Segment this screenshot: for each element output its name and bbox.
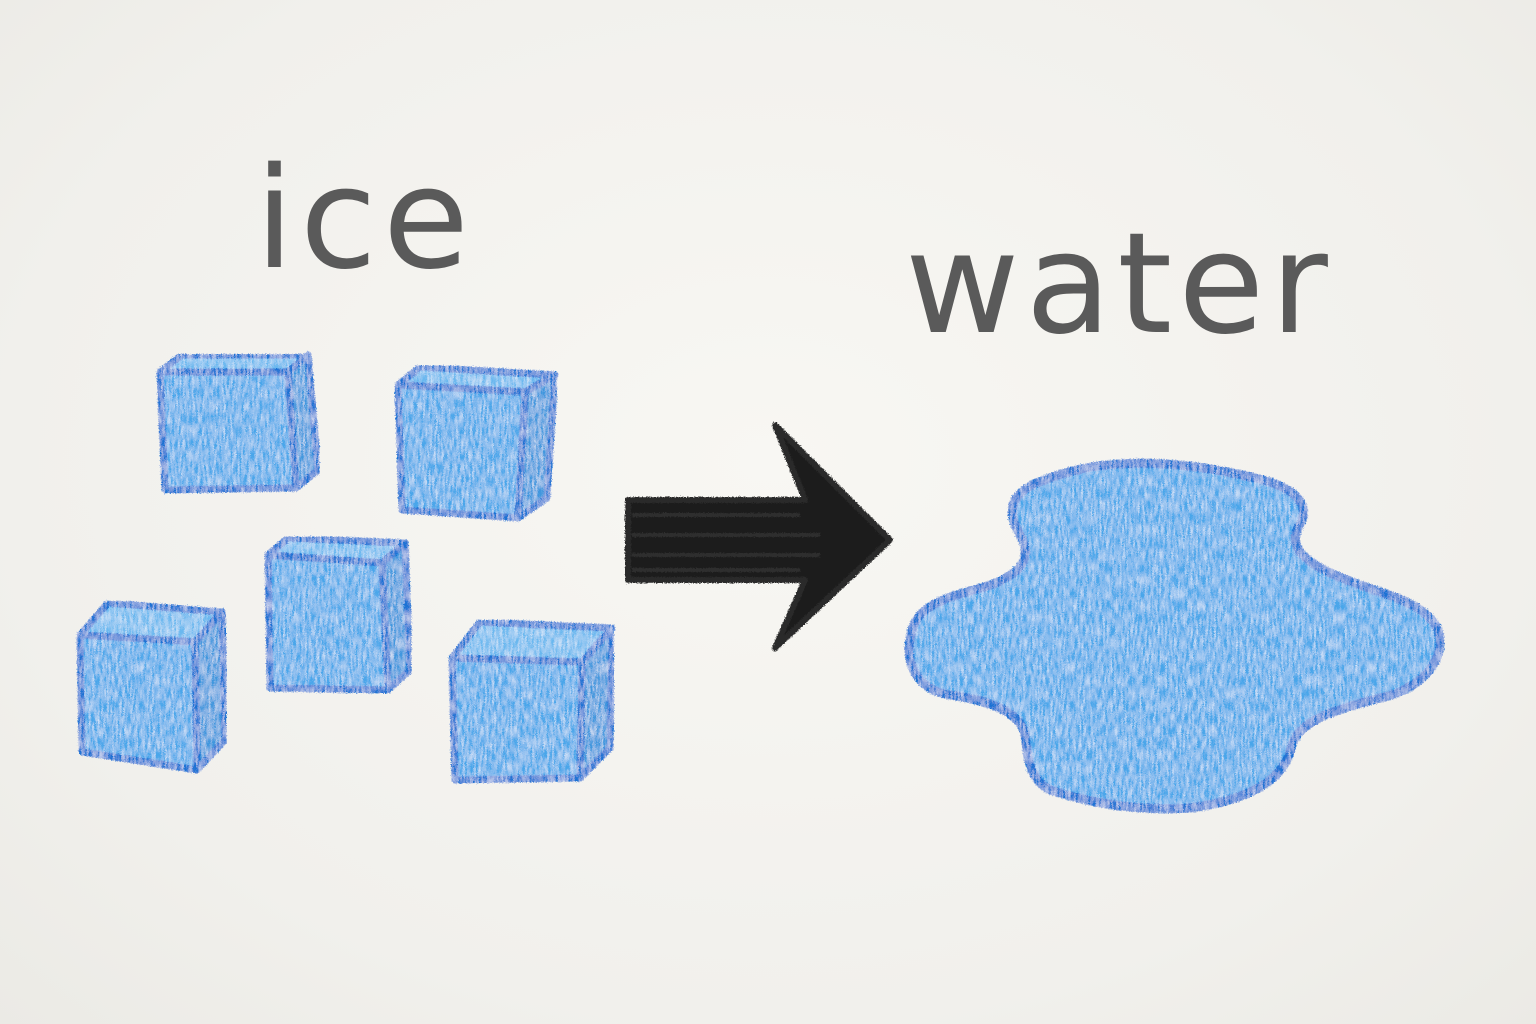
- ice-cube-icon: [394, 363, 559, 522]
- ice-cube-icon: [264, 534, 414, 694]
- ice-cube-icon: [448, 618, 616, 784]
- ice-cubes-group: [76, 351, 616, 784]
- ice-label: ice: [255, 138, 476, 301]
- puddle-icon: [904, 458, 1445, 814]
- ice-cube-icon: [76, 599, 229, 774]
- ice-cube-icon: [156, 351, 322, 494]
- water-label: water: [905, 203, 1334, 366]
- arrow-right-icon: [625, 422, 893, 651]
